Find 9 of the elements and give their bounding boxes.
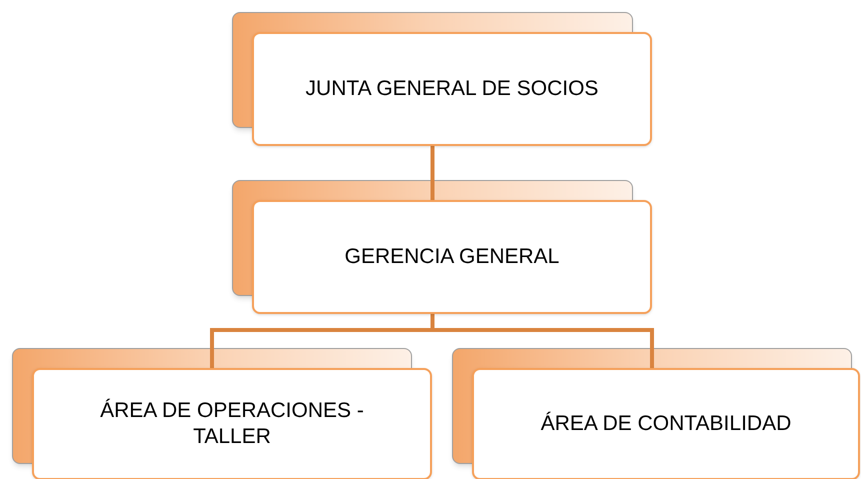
box-label: JUNTA GENERAL DE SOCIOS [306, 76, 598, 102]
org-box [472, 368, 860, 479]
box-label: ÁREA DE OPERACIONES - TALLER [99, 398, 365, 450]
org-box [252, 32, 652, 146]
org-box [32, 368, 432, 479]
box-label: ÁREA DE CONTABILIDAD [540, 410, 792, 437]
connector-line [430, 146, 434, 200]
box-label: GERENCIA GENERAL [344, 244, 560, 270]
org-box [252, 200, 652, 314]
